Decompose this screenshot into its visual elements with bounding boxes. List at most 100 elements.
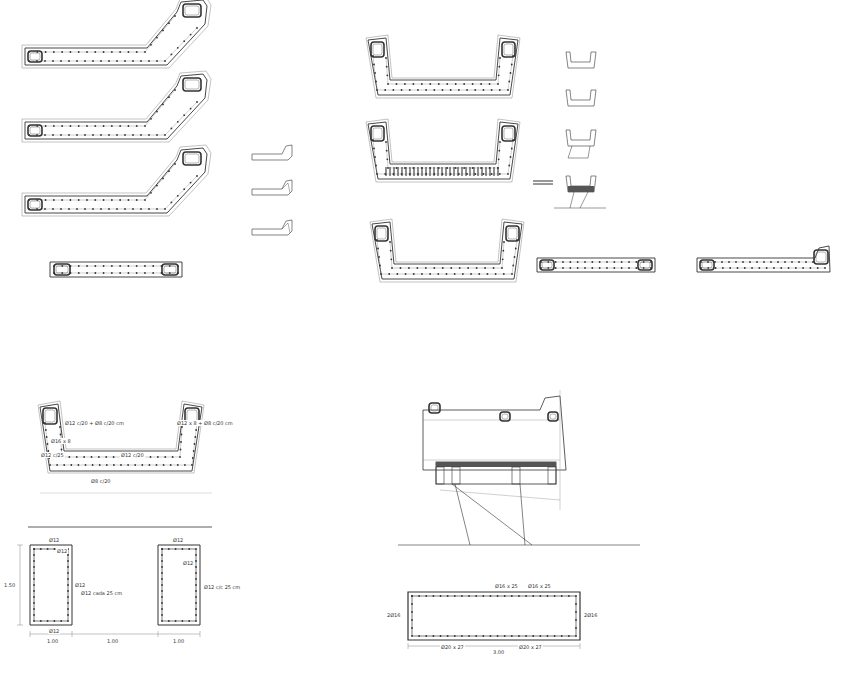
rebar-dot	[425, 267, 427, 269]
rebar-line	[373, 56, 513, 90]
rebar-dot	[375, 81, 377, 83]
rebar-dot	[128, 272, 130, 274]
rebar-label: Ø20 x 27	[518, 644, 543, 650]
rebar-dot	[418, 635, 420, 637]
rebar-dot	[156, 37, 158, 39]
rebar-cage	[28, 51, 42, 62]
rebar-dot	[499, 89, 501, 91]
rebar-dot	[756, 261, 758, 263]
rebar-dot	[120, 464, 122, 466]
section-group	[408, 592, 580, 640]
rebar-dot	[103, 272, 105, 274]
section-outline	[412, 596, 576, 636]
rebar-dot	[113, 456, 115, 458]
ground-line	[40, 493, 212, 494]
rebar-dot	[44, 208, 46, 210]
ground-line	[28, 527, 212, 528]
rebar-dot	[76, 456, 78, 458]
rebar-dot	[54, 620, 56, 622]
rebar-dot	[480, 83, 482, 85]
rebar-cage	[30, 53, 40, 60]
rebar-dot	[429, 83, 431, 85]
rebar-label: Ø12	[74, 582, 86, 588]
rebar-label: Ø20 x 27	[440, 644, 465, 650]
rebar-cage	[542, 262, 552, 268]
rebar-dot	[111, 51, 113, 53]
rebar-dot	[547, 595, 549, 597]
rebar-cage	[30, 127, 40, 134]
rebar-dot	[181, 434, 183, 436]
rebar-dot	[591, 261, 593, 263]
support-detail	[568, 146, 590, 158]
rebar-dot	[156, 185, 158, 187]
rebar-dot	[413, 273, 415, 275]
rebar-dot	[376, 89, 378, 91]
section-outline	[25, 0, 207, 65]
rebar-dot	[162, 178, 164, 180]
rebar-dot	[156, 60, 158, 62]
stirrup	[489, 167, 490, 176]
rebar-dot	[105, 456, 107, 458]
rebar-dot	[136, 51, 138, 53]
rebar-dot	[388, 273, 390, 275]
rebar-dot	[575, 635, 577, 637]
rebar-cage	[700, 260, 714, 270]
rebar-cage	[28, 199, 42, 210]
rebar-dot	[127, 464, 129, 466]
stirrup	[389, 167, 390, 176]
rebar-dot	[161, 602, 163, 604]
rebar-dot	[499, 173, 501, 175]
rebar-dot	[438, 83, 440, 85]
rebar-dot	[429, 273, 431, 275]
stirrup	[437, 167, 438, 176]
rebar-dot	[171, 202, 173, 204]
rebar-dot	[569, 261, 571, 263]
section-group	[22, 71, 211, 142]
rebar-dot	[94, 265, 96, 267]
stirrup	[469, 167, 470, 176]
rebar-dot	[150, 192, 152, 194]
rebar-dot	[396, 167, 398, 169]
rebar-dot	[94, 272, 96, 274]
section-group	[566, 90, 596, 106]
rebar-dot	[532, 635, 534, 637]
rebar-dot	[606, 261, 608, 263]
rebar-dot	[59, 426, 61, 428]
rebar-dot	[386, 150, 388, 152]
bearing	[436, 467, 444, 484]
rebar-dot	[487, 273, 489, 275]
rebar-dot	[67, 590, 69, 592]
rebar-dot	[392, 89, 394, 91]
rebar-dot	[132, 134, 134, 136]
section-outline	[370, 219, 524, 282]
rebar-dot	[45, 429, 47, 431]
rebar-dot	[161, 620, 163, 622]
rebar-dot	[373, 64, 375, 66]
rebar-dot	[386, 66, 388, 68]
rebar-dot	[177, 464, 179, 466]
rebar-dot	[150, 118, 152, 120]
section-outline	[22, 145, 211, 216]
rebar-dot	[168, 22, 170, 24]
rebar-dot	[474, 173, 476, 175]
rebar-label: Ø12 c/20	[120, 452, 145, 458]
rebar-dot	[149, 464, 151, 466]
rebar-dot	[454, 635, 456, 637]
rebar-dot	[148, 208, 150, 210]
rebar-dot	[472, 83, 474, 85]
section-outline	[252, 145, 292, 160]
rebar-dot	[103, 51, 105, 53]
rebar-dot	[384, 89, 386, 91]
rebar-dot	[518, 635, 520, 637]
rebar-dot	[824, 267, 826, 269]
rebar-dot	[150, 44, 152, 46]
section-outline	[50, 262, 182, 277]
rebar-dot	[455, 83, 457, 85]
rebar-dot	[128, 199, 130, 201]
cross-beam	[436, 462, 556, 484]
rebar-dot	[635, 261, 637, 263]
rebar-dot	[763, 261, 765, 263]
rebar-dot	[802, 267, 804, 269]
rebar-dot	[466, 89, 468, 91]
rebar-cage	[504, 128, 513, 139]
